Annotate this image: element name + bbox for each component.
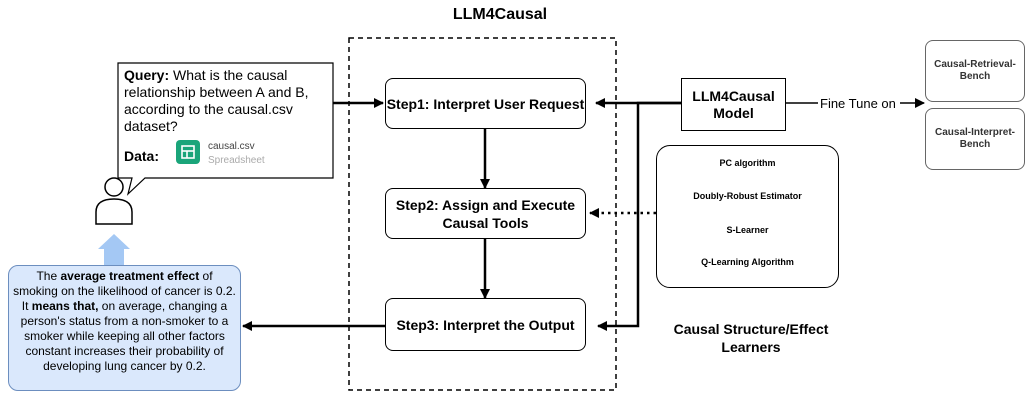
query-label: Query:: [124, 67, 170, 83]
user-icon: [95, 177, 133, 225]
query-bubble: [117, 62, 334, 196]
spreadsheet-icon: [176, 140, 200, 164]
learners-caption: Causal Structure/Effect Learners: [673, 321, 829, 355]
step1-box: Step1: Interpret User Request: [385, 78, 586, 129]
output-text-1: The: [36, 269, 61, 283]
query-text-block: Query: What is the causal relationship b…: [124, 67, 329, 135]
output-explanation: The average treatment effect of smoking …: [8, 265, 241, 391]
arrow-model-to-step3: [597, 101, 681, 331]
llm4causal-model-box: LLM4Causal Model: [681, 78, 786, 131]
up-arrow-icon: [98, 234, 130, 265]
output-text-2: of smoking on the likelihood of cancer i…: [13, 269, 236, 313]
step3-box: Step3: Interpret the Output: [385, 298, 586, 351]
causal-retrieval-bench: Causal-Retrieval-Bench: [925, 40, 1025, 102]
learners-box: PC algorithm Doubly-Robust Estimator S-L…: [656, 145, 839, 288]
query-text: What is the causal relationship between …: [124, 67, 309, 134]
learner-s-learner: S-Learner: [726, 225, 769, 235]
output-bold-2: means that,: [31, 299, 99, 313]
file-name: causal.csv: [208, 141, 255, 152]
diagram-title: LLM4Causal: [452, 6, 548, 23]
causal-interpret-bench: Causal-Interpret-Bench: [925, 108, 1025, 170]
output-bold-1: average treatment effect: [60, 269, 200, 283]
fine-tune-label: Fine Tune on: [820, 96, 896, 111]
step2-box: Step2: Assign and Execute Causal Tools: [385, 188, 586, 239]
learner-doubly-robust-estimator: Doubly-Robust Estimator: [693, 191, 802, 201]
output-text-3: on average, changing a person's status f…: [20, 299, 229, 373]
data-label: Data:: [124, 148, 160, 164]
learner-q-learning: Q-Learning Algorithm: [701, 257, 794, 267]
file-type: Spreadsheet: [208, 155, 265, 166]
learner-pc-algorithm: PC algorithm: [719, 158, 776, 168]
